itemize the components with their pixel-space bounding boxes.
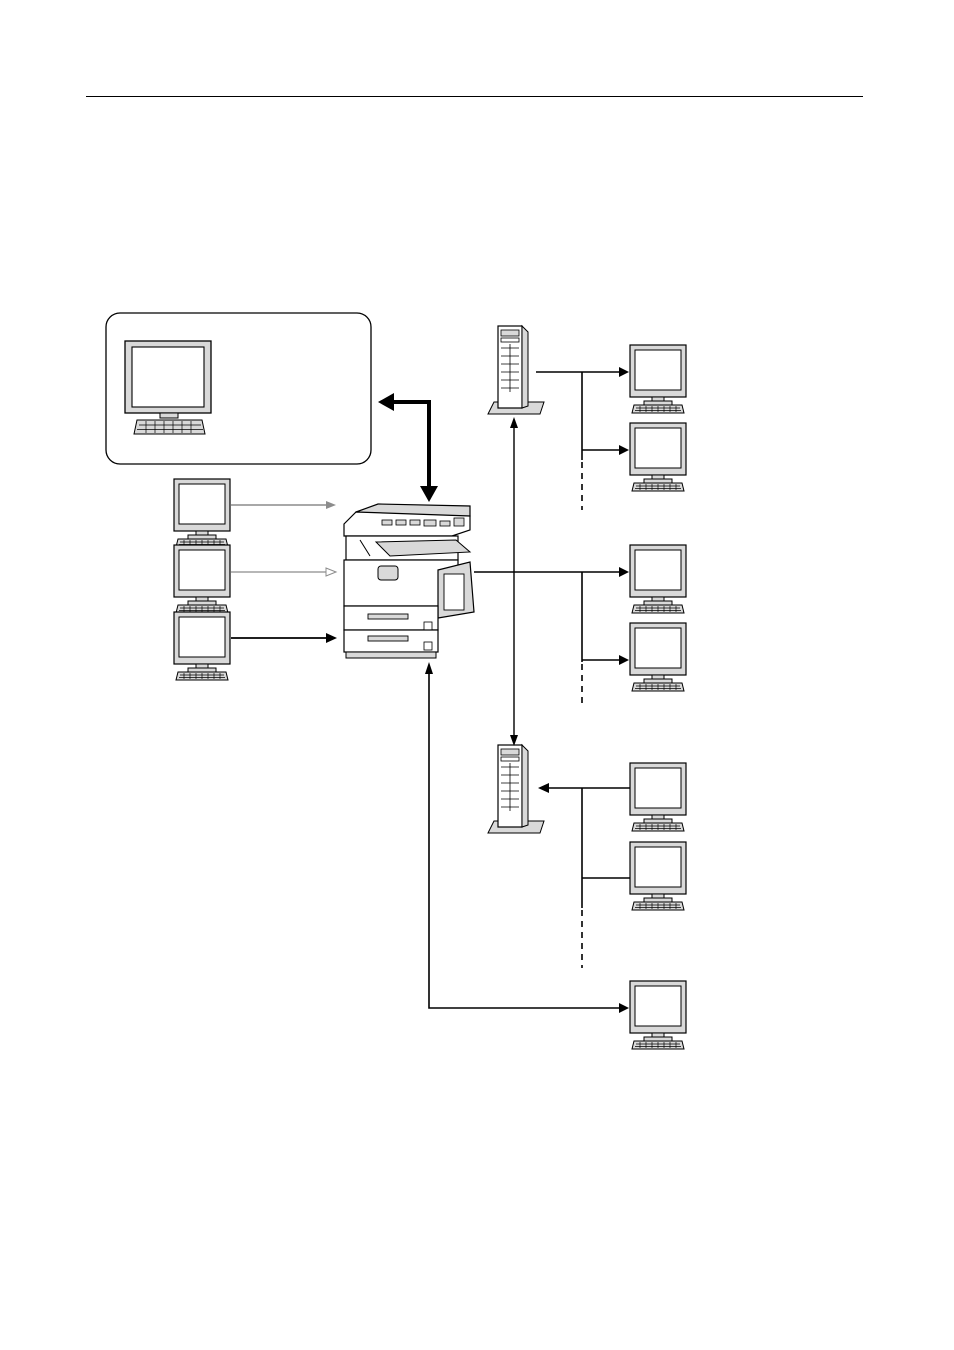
multifunction-printer-icon	[343, 503, 475, 659]
arrow-head	[619, 1003, 629, 1013]
client-pc-b1-monitor-icon	[629, 544, 687, 614]
server-bottom-icon	[487, 744, 545, 834]
local-pc-1-monitor-icon	[173, 478, 231, 548]
local-pc-3-monitor-icon	[173, 611, 231, 681]
client-pc-b2-monitor-icon	[629, 622, 687, 692]
local-pc-2-link	[231, 567, 338, 577]
header-rule	[86, 96, 863, 97]
client-pc-a2-monitor-icon	[629, 422, 687, 492]
server-top-icon	[487, 325, 545, 415]
arrow-head	[538, 783, 549, 793]
local-pc-2-monitor-icon	[173, 544, 231, 614]
arrow-head	[425, 662, 433, 674]
direct-client-link	[428, 672, 620, 1009]
arrow-head	[619, 367, 629, 377]
local-pc-3-link	[231, 633, 337, 643]
server-top-client-links	[536, 371, 620, 510]
client-pc-c1-monitor-icon	[629, 762, 687, 832]
client-server-bottom-links	[548, 787, 630, 968]
admin-monitor-icon	[124, 340, 212, 435]
server-link	[510, 417, 518, 746]
local-pc-1-link	[231, 501, 336, 509]
arrow-head	[619, 445, 629, 455]
admin-link-arrow	[378, 393, 438, 502]
client-pc-c2-monitor-icon	[629, 841, 687, 911]
client-pc-a1-monitor-icon	[629, 344, 687, 414]
client-pc-d1-monitor-icon	[629, 980, 687, 1050]
arrow-head	[619, 567, 629, 577]
copier-client-links	[474, 571, 620, 706]
arrow-head	[619, 655, 629, 665]
